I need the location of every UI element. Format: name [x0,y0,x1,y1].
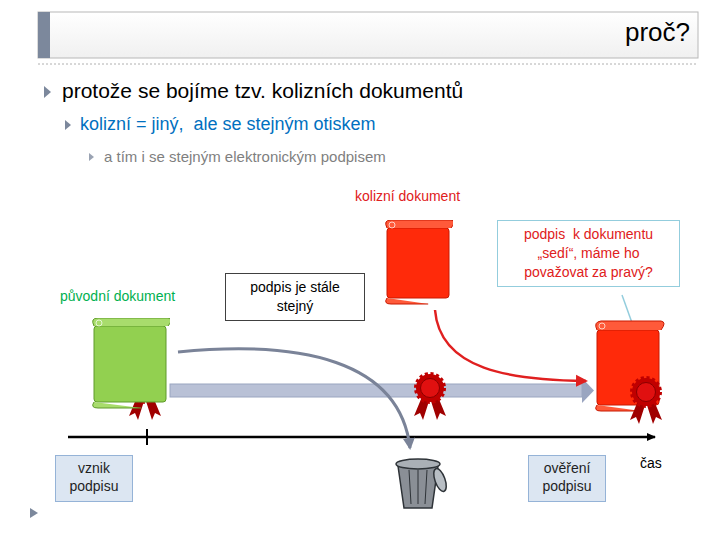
slide-title: proč? [625,17,690,48]
document-scroll [383,220,453,308]
spacer [340,322,415,375]
box-text: vznik podpisu [60,459,128,495]
sub-bullet-text: kolizní = jiný, ale se stejným otiskem [80,114,376,135]
header-bar [38,12,698,58]
document-label: kolizní dokument [355,188,470,204]
signature-seal [630,378,662,424]
signature-seal [414,374,446,420]
axis-label: čas [640,455,662,471]
collision-arrow [435,310,586,381]
header-rule [38,64,698,65]
trash-can [396,459,449,508]
slide-marker [30,508,38,518]
bullet [44,86,51,98]
question-callout: podpis k dokumentu „sedí“, máme ho považ… [497,220,680,287]
note-callout: podpis je stále stejný [225,273,365,321]
bullet [65,120,71,130]
bullet-text: protože se bojíme tzv. kolizních dokumen… [62,79,463,103]
time-box: vznik podpisu [55,455,133,502]
axis-tick [146,429,148,445]
original-document: původní dokument [60,288,200,408]
sub-sub-bullet-text: a tím i se stejným elektronickým podpise… [104,148,386,165]
document-label: původní dokument [60,288,200,304]
bullet [89,153,94,161]
time-axis [68,436,655,439]
collision-document: kolizní dokument [355,188,470,308]
time-box: ověření podpisu [528,455,606,502]
box-text: podpis je stále stejný [232,278,358,316]
discard-arrow [178,349,410,448]
header-accent [38,12,50,58]
box-text: ověření podpisu [533,459,601,495]
box-text: podpis k dokumentu „sedí“, máme ho považ… [504,225,673,282]
document-scroll [90,318,170,412]
